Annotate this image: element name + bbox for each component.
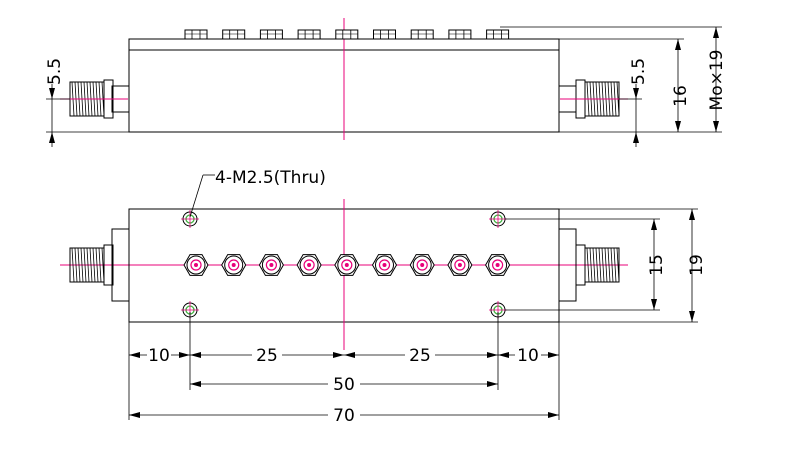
side-stud-dim: Mo×19: [500, 26, 727, 133]
side-right-offset-label: 5.5: [629, 58, 649, 85]
length-dims: 10 25 25 10 50 70: [128, 312, 560, 426]
mounting-hole: [489, 301, 507, 319]
top-tuning-screw: [258, 254, 284, 276]
side-body-height-label: 16: [671, 85, 691, 107]
dim-hole-span: 50: [333, 375, 355, 395]
hole-spacing-label: 15: [647, 254, 667, 276]
top-view: 4-M2.5(Thru) 15 19: [60, 168, 707, 426]
side-tuning-screw: [373, 29, 396, 40]
side-right-offset-dim: 5.5: [559, 58, 649, 147]
side-tuning-screw: [335, 29, 359, 40]
top-tuning-screw: [409, 254, 435, 276]
top-right-connector: [558, 228, 620, 302]
side-body-height-dim: 16: [559, 38, 691, 133]
side-tuning-screw: [297, 29, 321, 40]
dim-edge-right: 10: [517, 346, 539, 366]
top-tuning-screw: [371, 254, 398, 276]
top-tuning-screw: [296, 254, 322, 276]
side-left-offset-label: 5.5: [45, 58, 65, 85]
side-tuning-screws: [184, 29, 510, 40]
top-tuning-screw: [447, 254, 473, 276]
side-tuning-screw: [259, 29, 283, 40]
top-tuning-screws: [183, 254, 511, 276]
side-view: 5.5 5.5 16 Mo×19: [45, 18, 727, 147]
side-tuning-screw: [222, 29, 246, 40]
side-tuning-screw: [448, 29, 472, 40]
side-left-offset-dim: 5.5: [45, 58, 129, 147]
side-left-connector: [60, 79, 130, 119]
top-width-label: 19: [687, 254, 707, 276]
side-tuning-screw: [410, 29, 434, 40]
hole-callout-label: 4-M2.5(Thru): [215, 168, 326, 188]
dim-edge-left: 10: [148, 346, 170, 366]
dim-half-right: 25: [409, 346, 431, 366]
hole-callout: 4-M2.5(Thru): [189, 168, 326, 218]
hole-spacing-dim: 15: [505, 218, 667, 311]
side-right-connector: [558, 79, 628, 119]
dim-half-left: 25: [256, 346, 278, 366]
mounting-holes: [181, 210, 507, 319]
top-tuning-screw: [334, 254, 360, 276]
top-width-dim: 19: [559, 208, 707, 323]
top-tuning-screw: [221, 254, 247, 276]
side-stud-label: Mo×19: [707, 50, 727, 111]
top-tuning-screw: [485, 254, 511, 276]
mounting-hole: [489, 210, 507, 228]
top-tuning-screw: [183, 254, 209, 276]
top-left-connector: [69, 228, 130, 302]
mounting-hole: [181, 210, 199, 228]
side-tuning-screw: [184, 29, 208, 40]
side-tuning-screw: [486, 29, 510, 40]
dim-overall-length: 70: [333, 406, 355, 426]
